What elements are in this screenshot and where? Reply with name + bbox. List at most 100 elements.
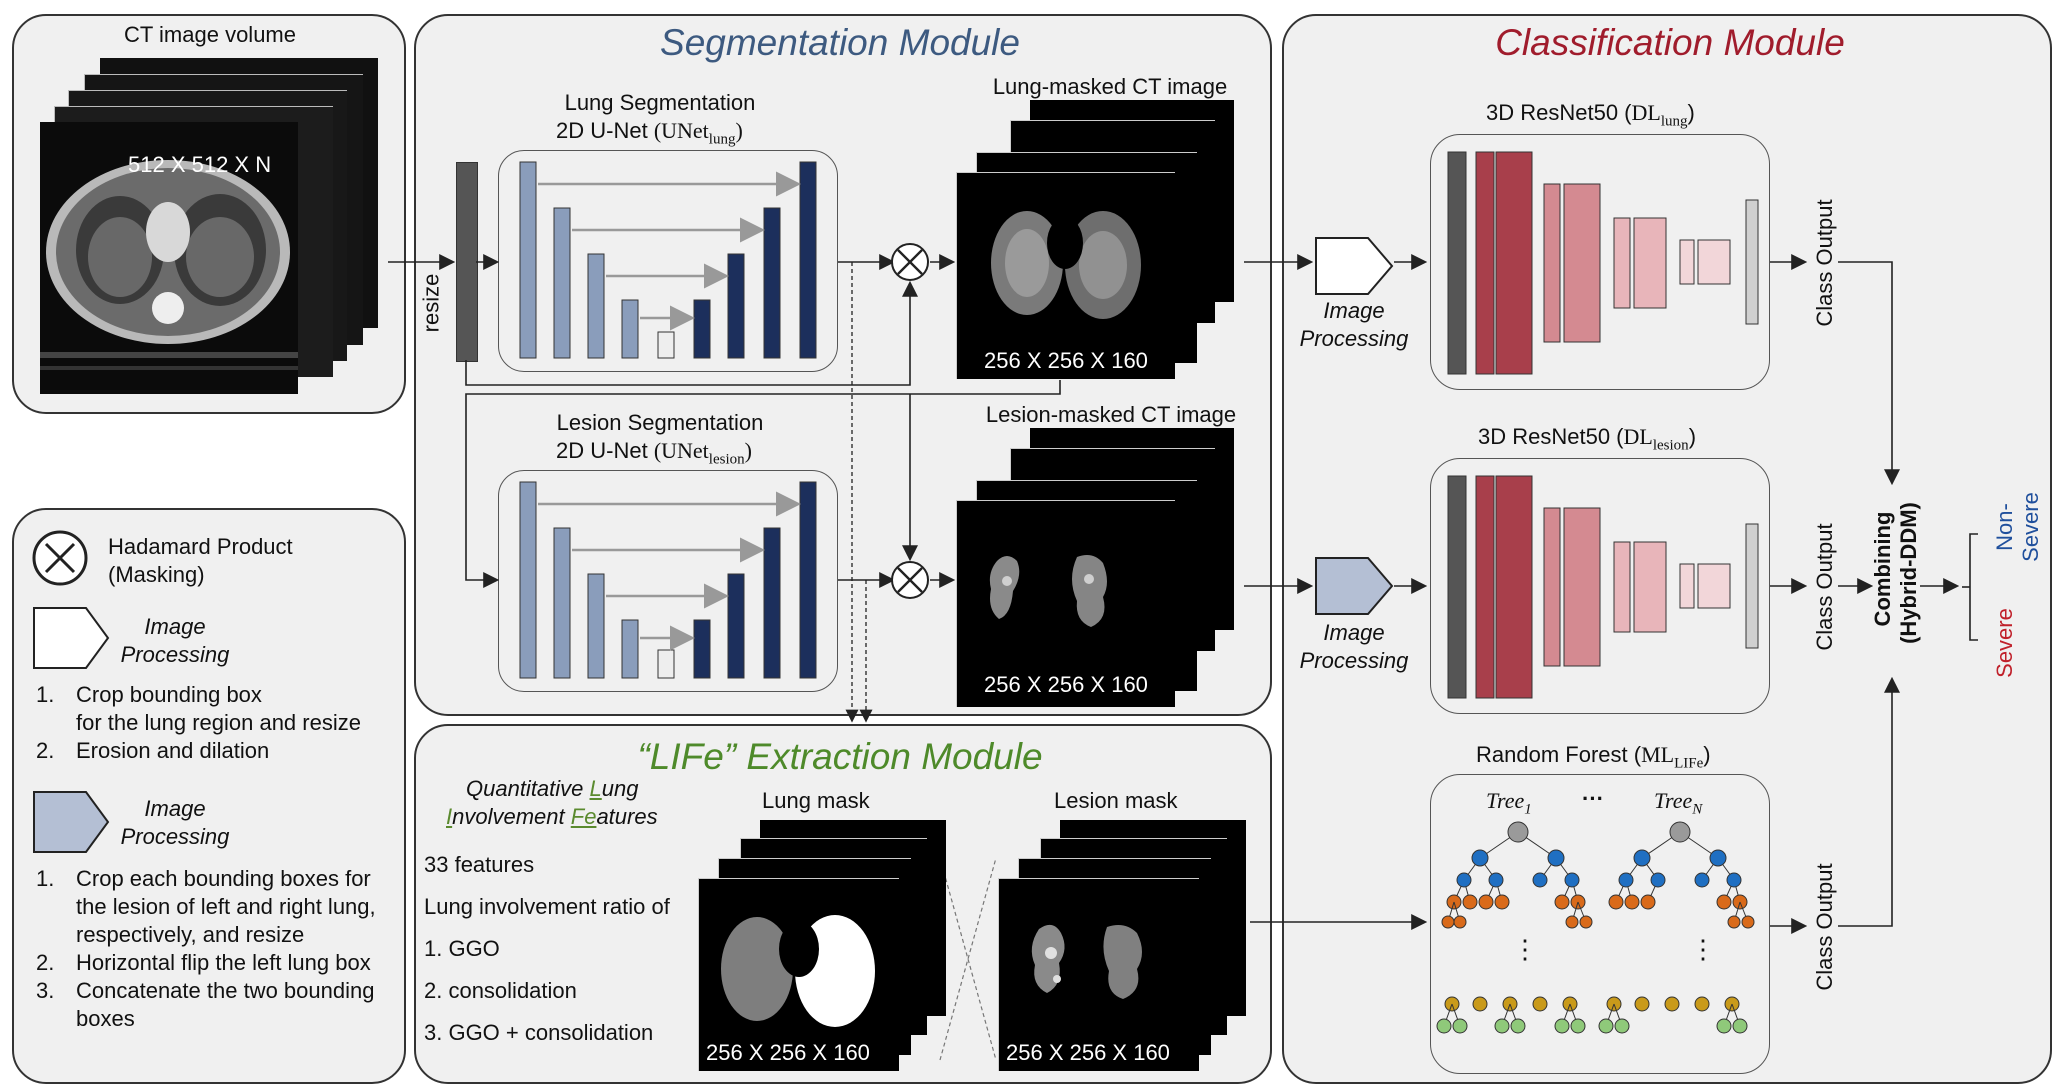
lesion-unet-bars [519,481,817,679]
lung-unet-title: Lung Segmentation [564,90,756,115]
lung-mask-image [721,915,875,1027]
blue-step-3-line1: Concatenate the two bounding [76,978,375,1003]
combining-line1: Combining [1870,511,1895,627]
lesion-masked-front [956,500,1175,707]
pentagon-white-icon [33,607,110,669]
treeN-label: TreeN [1654,788,1702,818]
rf-bottom-leaves [1436,996,1748,1034]
lung-mask-title: Lung mask [762,788,870,813]
lung-unet-label: 2D U-Net [556,118,648,143]
blue-step-2-num: 2. [36,950,55,975]
blue-step-1-line3: respectively, and resize [76,922,305,947]
life-item-2: 2. consolidation [424,978,577,1003]
lung-mask-dims: 256 X 256 X 160 [706,1040,870,1065]
class-output-2: Class Output [1812,523,1837,651]
lesion-unet-sym: UNet [661,438,709,463]
segmentation-title: Segmentation Module [660,22,1020,63]
lesion-masked-image [989,555,1107,627]
white-step-1-line2: for the lung region and resize [76,710,361,735]
resnet-lesion-c: ) [1688,424,1697,449]
hadamard-legend-icon [32,530,88,586]
hadamard-legend-line2: (Masking) [108,562,205,587]
lesion-mask-title: Lesion mask [1054,788,1178,813]
rf-box [1430,774,1770,1074]
lung-unet-subtitle: 2D U-Net (UNetlung) [556,118,743,148]
tree-1 [1441,821,1593,929]
cls-ip1-line2: Processing [1299,326,1409,351]
tree1-sub: 1 [1524,801,1532,818]
resnet-lesion-sub: lesion [1652,437,1689,454]
lung-unet-sym: UNet [661,118,709,143]
life-title: “LIFe” Extraction Module [637,736,1043,777]
life-sub-1b: L [589,776,602,801]
treeN-sub: N [1692,801,1703,818]
rf-c: ) [1703,742,1711,767]
blue-step-3-line2: boxes [76,1006,135,1031]
non-severe-line1: Non- [1992,503,2017,551]
resnet-lung-sym: DL [1631,100,1661,125]
lesion-unet-title: Lesion Segmentation [556,410,764,435]
rf-sub: LIFe [1674,755,1704,772]
resnet-lesion-title: 3D ResNet50 (DLlesion) [1478,424,1696,454]
white-step-2-num: 2. [36,738,55,763]
resnet-lesion-box [1430,458,1770,714]
rf-vdots-1: ⋮ [1512,934,1538,964]
tree1-label: Tree1 [1486,788,1532,818]
random-forest-trees [1436,821,1755,1034]
resnet-lung-sub: lung [1660,113,1688,130]
cls-ip1-line1: Image [1323,298,1385,323]
cls-ip2-line1: Image [1323,620,1385,645]
cls-ip2-line2: Processing [1299,648,1409,673]
lesion-unet-sub: lesion [708,451,745,468]
resnet-lung-box [1430,134,1770,390]
treeN-text: Tree [1654,788,1693,813]
life-sub-2d: atures [596,804,658,829]
severe-label: Severe [1992,608,2017,678]
life-sub-1c: ung [601,776,639,801]
lesion-mask-image [1031,924,1142,999]
resnet-lesion-a: 3D ResNet50 ( [1478,424,1624,449]
blue-step-1-num: 1. [36,866,55,891]
ct-scan-image [40,160,298,370]
ct-slice-front [40,122,298,394]
lung-masked-image [991,211,1141,319]
class-output-3: Class Output [1812,863,1837,991]
ip-blue-line1: Image [144,796,206,821]
lesion-unet-symbol: (UNetlesion) [653,438,752,468]
lesion-masked-dims: 256 X 256 X 160 [984,672,1148,697]
class-output-1: Class Output [1812,199,1837,327]
resnet-lung-title: 3D ResNet50 (DLlung) [1486,100,1695,130]
ip-blue-line2: Processing [120,824,230,849]
lesion-masked-title: Lesion-masked CT image [985,402,1237,427]
tree-dots: ··· [1582,786,1604,811]
blue-step-2-line1: Horizontal flip the left lung box [76,950,371,975]
life-subtitle-line2: Involvement Features [446,804,658,830]
lung-masked-dims: 256 X 256 X 160 [984,348,1148,373]
resnet-lung-c: ) [1687,100,1695,125]
combining-line2: (Hybrid-DDM) [1896,502,1921,644]
lesion-mask-dims: 256 X 256 X 160 [1006,1040,1170,1065]
blue-step-3-num: 3. [36,978,55,1003]
pentagon-blue-icon [33,791,110,853]
lesion-mask-front [998,878,1199,1071]
rf-a: Random Forest ( [1476,742,1642,767]
resnet-lung-layers [1447,151,1759,375]
hadamard-legend-line1: Hadamard Product [108,534,293,559]
life-sub-2b: nvolvement [452,804,571,829]
input-dims: 512 X 512 X N [128,152,272,177]
blue-step-1-line1: Crop each bounding boxes for [76,866,371,891]
resnet-lesion-sym: DL [1623,424,1653,449]
resnet-lung-a: 3D ResNet50 ( [1486,100,1632,125]
tree-n [1608,821,1755,929]
tree1-text: Tree [1486,788,1525,813]
rf-title: Random Forest (MLLIFe) [1476,742,1711,772]
lung-unet-symbol: (UNetlung) [653,118,743,148]
input-title: CT image volume [124,22,296,47]
lesion-unet-label: 2D U-Net [556,438,648,463]
rf-sym: ML [1641,742,1675,767]
life-item-3: 3. GGO + consolidation [424,1020,654,1045]
lung-masked-title: Lung-masked CT image [992,74,1228,99]
lesion-unet-subtitle: 2D U-Net (UNetlesion) [556,438,752,468]
life-subtitle-line1: Quantitative Lung [466,776,638,802]
